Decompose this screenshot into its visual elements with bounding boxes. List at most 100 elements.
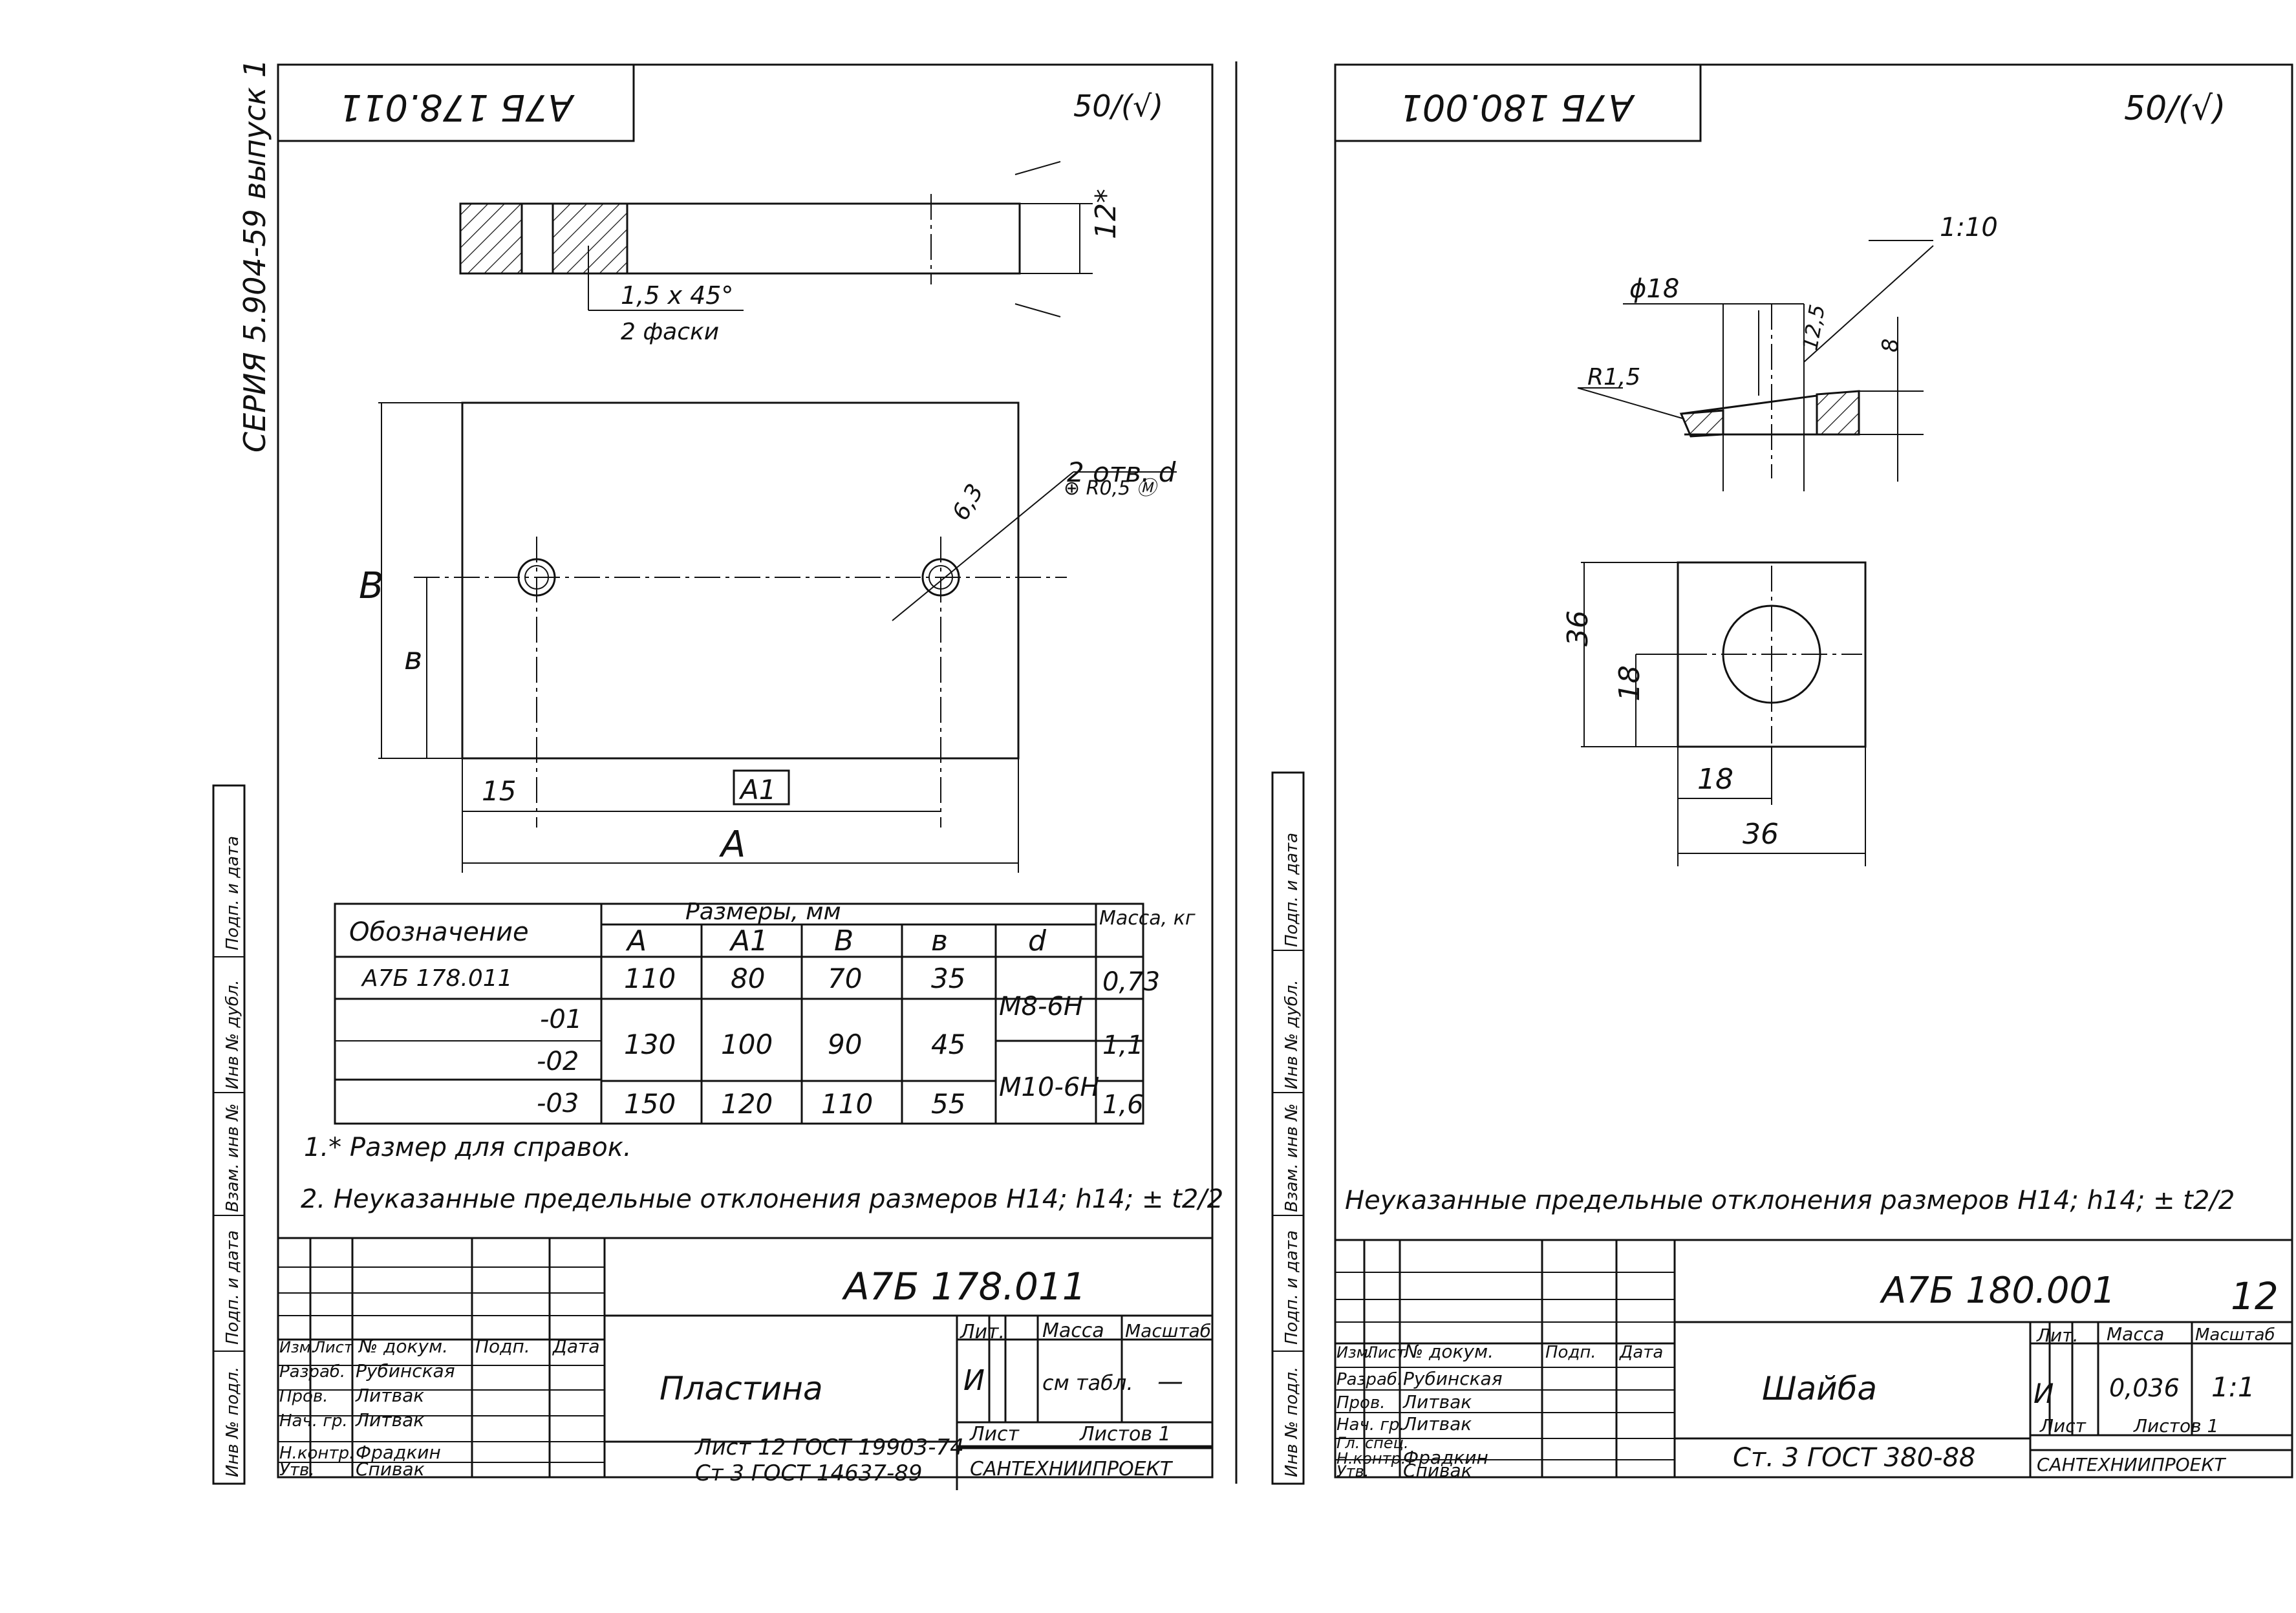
sheet2-tb-h-date: Дата xyxy=(1619,1343,1663,1362)
sheet1-code-box xyxy=(278,65,635,142)
sheet2-tb-sheets-label: Листов 1 xyxy=(2133,1415,2218,1437)
sheet1-dim-A1: А1 xyxy=(738,774,776,806)
sheet1-tb-lit-header: Лит. xyxy=(960,1321,1005,1343)
sheet2-tb-h-izm: Изм. xyxy=(1336,1343,1373,1362)
sheet1-tb-role-0: Разраб. xyxy=(279,1362,345,1382)
sheet2-tb-lit-value: И xyxy=(2033,1378,2054,1409)
sheet1-row0-designation: А7Б 178.011 xyxy=(361,965,513,992)
sheet1-tb-name: Пластина xyxy=(660,1370,823,1407)
sheet1-tb-role-4: Утв. xyxy=(279,1460,315,1480)
sheet2-note: Неуказанные предельные отклонения размер… xyxy=(1345,1186,2235,1215)
sheet1-note-2: 2. Неуказанные предельные отклонения раз… xyxy=(301,1184,1223,1214)
sheet1-row0-b: 35 xyxy=(931,963,965,994)
sheet1-roughness: 50/(√) xyxy=(1073,89,1163,123)
sheet2-side-label-4: Подп. и дата xyxy=(1282,833,1302,947)
sheet1-tb-h-sign: Подп. xyxy=(475,1336,530,1357)
sheet2-plan-view xyxy=(1581,561,1867,866)
sheet1-row2-b: 45 xyxy=(931,1029,965,1060)
sheet1-row2-B: 90 xyxy=(828,1029,862,1060)
sheet1-col-A1: А1 xyxy=(729,924,768,957)
sheet1-tb-name-3: Фрадкин xyxy=(356,1442,441,1463)
sheet2-tb-name-1: Литвак xyxy=(1402,1391,1472,1413)
sheet2-tb-scale-header: Масштаб xyxy=(2195,1325,2275,1345)
sheet2-side-label-2: Взам. инв № xyxy=(1282,1104,1302,1212)
sheet2-tb-mass-value: 0,036 xyxy=(2109,1374,2180,1402)
sheet1-tb-doc-code: А7Б 178.011 xyxy=(841,1265,1086,1309)
series-label: СЕРИЯ 5.904-59 выпуск 1 xyxy=(237,59,272,453)
sheet2-tb-name-2: Литвак xyxy=(1402,1413,1472,1435)
sheet2-dim-8: 8 xyxy=(1878,338,1904,352)
sheet1-row2-mass: 1,1 xyxy=(1102,1031,1144,1060)
sheet2-tb-role-2: Нач. гр. xyxy=(1336,1415,1405,1435)
sheet2-tb-name-5: Спивак xyxy=(1403,1460,1472,1481)
sheet1-thickness-dim: 12* xyxy=(1089,189,1122,239)
sheet2-tb-material: Ст. 3 ГОСТ 380-88 xyxy=(1733,1443,1975,1473)
sheet1-tb-name-2: Литвак xyxy=(355,1409,424,1431)
sheet2-tb-role-5: Утв. xyxy=(1336,1462,1369,1480)
sheet1-row3-d: М10-6Н xyxy=(999,1073,1099,1102)
sheet2-tb-sheet-label: Лист xyxy=(2039,1415,2087,1437)
sheet1-note-1: 1.* Размер для справок. xyxy=(304,1133,632,1162)
sheet2-tb-mass-header: Масса xyxy=(2107,1323,2164,1345)
sheet1-tb-role-1: Пров. xyxy=(279,1387,328,1406)
sheet2-tb-name-4: Фрадкин xyxy=(1403,1447,1488,1468)
sheet1-col-b: в xyxy=(931,924,948,957)
sheet2-dim-36-h: 36 xyxy=(1743,818,1779,851)
sheet1-tb-material-1: Лист 12 ГОСТ 19903-74 xyxy=(694,1435,964,1460)
sheet1-row3-designation: -03 xyxy=(537,1089,579,1118)
sheet1-row0-B: 70 xyxy=(828,963,862,994)
sheet2-side-strip xyxy=(1271,771,1305,1485)
sheet2-taper: 1:10 xyxy=(1940,213,1998,242)
sheet1-col-B: В xyxy=(834,924,853,957)
sheet1-title-block xyxy=(278,1237,1212,1490)
sheet2-dia: ϕ18 xyxy=(1629,274,1679,304)
sheet1-tb-scale-header: Масштаб xyxy=(1125,1320,1211,1341)
sheet-1: А7Б 178.011 50/(√) 12* 1,5 x 45° 2 фаски xyxy=(277,63,1223,1490)
sheet1-dim-A: А xyxy=(719,824,746,866)
sheet1-row0-d: М8-6Н xyxy=(999,992,1083,1021)
sheet2-tb-scale-value: 1:1 xyxy=(2211,1371,2255,1403)
sheet1-holes-note: 2 отв. d xyxy=(1067,456,1176,488)
sheet1-col-d: d xyxy=(1028,924,1047,957)
sheet1-tb-role-2: Нач. гр. xyxy=(279,1411,348,1431)
sheet1-row3-A: 150 xyxy=(624,1088,676,1120)
sheet1-side-label-1: Подп. и дата xyxy=(223,1230,242,1345)
sheet1-chamfer-count: 2 фаски xyxy=(621,319,719,345)
sheet1-tb-lit-value: И xyxy=(963,1364,985,1397)
sheet1-tb-name-1: Литвак xyxy=(355,1385,424,1406)
sheet2-dim-18-h: 18 xyxy=(1697,763,1733,796)
sheet2-tb-sheet-no: 12 xyxy=(2231,1274,2279,1318)
sheet2-top-code: А7Б 180.001 xyxy=(1399,86,1635,128)
sheet2-tb-role-0: Разраб. xyxy=(1336,1370,1402,1389)
sheet1-frame xyxy=(277,63,1214,1479)
sheet2-dim-36-v: 36 xyxy=(1561,610,1594,646)
sheet1-tb-sheets-label: Листов 1 xyxy=(1079,1423,1171,1446)
sheet1-tb-h-izm: Изм. xyxy=(279,1338,316,1356)
sheet1-side-label-3: Инв № дубл. xyxy=(223,979,242,1089)
sheet1-side-label-0: Инв № подл. xyxy=(223,1367,242,1477)
sheet1-table-header-designation: Обозначение xyxy=(349,917,529,947)
sheet1-row0-A: 110 xyxy=(624,963,676,994)
sheet1-table-header-mass: Масса, кг xyxy=(1099,907,1196,930)
sheet1-row3-mass: 1,6 xyxy=(1102,1090,1144,1120)
sheet1-dim-b: в xyxy=(404,641,422,677)
sheet2-code-box xyxy=(1335,65,1702,142)
sheet1-row2-A1: 100 xyxy=(721,1029,773,1060)
sheet2-side-label-0: Инв № подл. xyxy=(1282,1367,1302,1477)
sheet2-radius: R1,5 xyxy=(1587,364,1640,390)
sheet1-row3-A1: 120 xyxy=(721,1088,773,1120)
sheet2-roughness: 50/(√) xyxy=(2124,89,2226,128)
sheet1-row3-B: 110 xyxy=(821,1088,873,1120)
sheet1-tb-name-0: Рубинская xyxy=(356,1360,455,1382)
sheet1-chamfer-note: 1,5 x 45° xyxy=(621,281,733,310)
sheet1-tb-h-list: Лист xyxy=(313,1338,354,1356)
sheet1-side-label-2: Взам. инв № xyxy=(223,1104,242,1212)
sheet2-tb-h-sign: Подп. xyxy=(1545,1343,1596,1362)
sheet2-tb-role-4: Н.контр. xyxy=(1336,1449,1406,1468)
sheet2-side-label-1: Подп. и дата xyxy=(1282,1230,1302,1345)
sheet-2: А7Б 180.001 50/(√) 1:10 ϕ18 R1,5 12,5 8 xyxy=(1334,63,2293,1481)
sheet1-tb-name-4: Спивак xyxy=(356,1458,425,1480)
sheet1-row1-designation: -01 xyxy=(540,1005,582,1034)
sheet1-tb-h-doc: № докум. xyxy=(358,1336,448,1357)
